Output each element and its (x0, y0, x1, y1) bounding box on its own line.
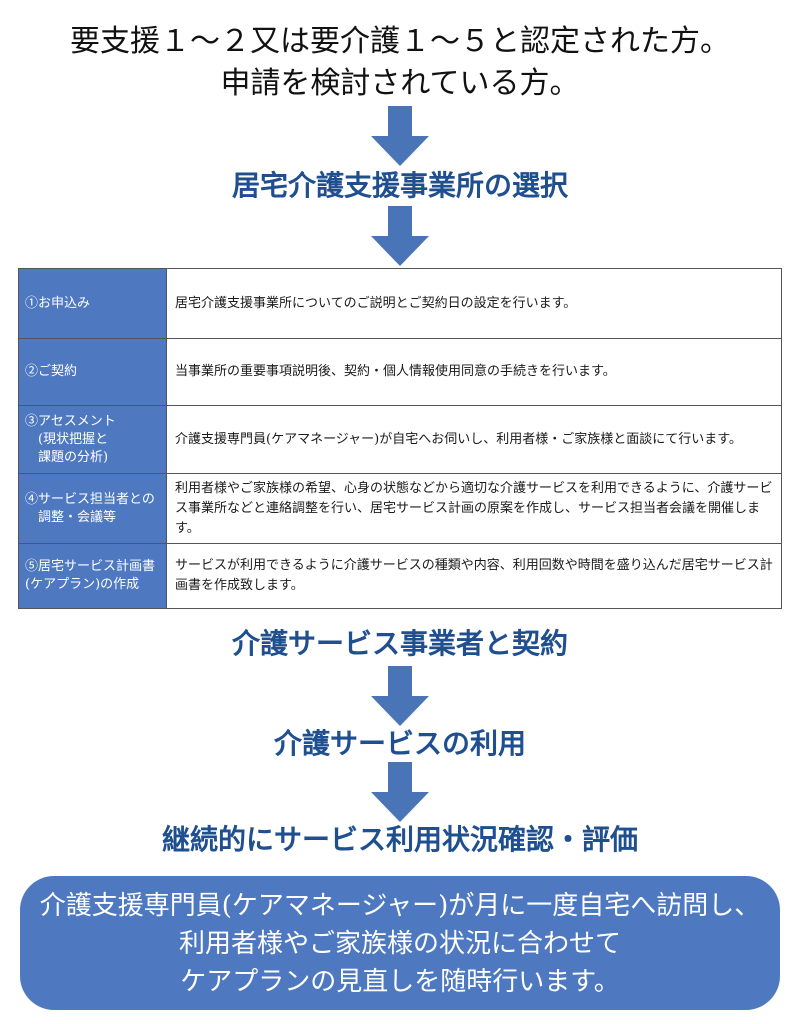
care-plan-line-2: 利用者様やご家族様の状況に合わせて (178, 929, 621, 959)
table-row-label: ④サービス担当者との 調整・会議等 (19, 474, 167, 543)
care-plan-line-3: ケアプランの見直しを随時行います。 (180, 967, 620, 997)
table-row: ①お申込み 居宅介護支援事業所についてのご説明とご契約日の設定を行います。 (19, 269, 781, 339)
down-arrow-icon (371, 206, 429, 266)
table-row-description: サービスが利用できるように介護サービスの種類や内容、利用回数や時間を盛り込んだ居… (175, 558, 773, 593)
table-row-description: 当事業所の重要事項説明後、契約・個人情報使用同意の手続きを行います。 (175, 364, 616, 379)
table-row: ②ご契約 当事業所の重要事項説明後、契約・個人情報使用同意の手続きを行います。 (19, 339, 781, 406)
header-line-1: 要支援１～２又は要介護１～５と認定された方。 (70, 24, 730, 59)
table-row-label: ②ご契約 (19, 339, 167, 405)
table-row-label: ①お申込み (19, 269, 167, 338)
down-arrow-icon (371, 762, 429, 822)
step-title-use-service: 介護サービスの利用 (273, 727, 526, 760)
table-row: ④サービス担当者との 調整・会議等 利用者様やご家族様の希望、心身の状態などから… (19, 474, 781, 544)
down-arrow-icon (371, 666, 429, 726)
table-row-label: ⑤居宅サービス計画書 (ケアプラン)の作成 (19, 544, 167, 608)
care-plan-line-1: 介護支援専門員(ケアマネージャー)が月に一度自宅へ訪問し、 (39, 891, 761, 921)
step-title-select-office: 居宅介護支援事業所の選択 (231, 169, 568, 202)
table-row-description: 利用者様やご家族様の希望、心身の状態などから適切な介護サービスを利用できるように… (175, 480, 773, 536)
down-arrow-icon (371, 106, 429, 166)
table-row: ③アセスメント (現状把握と 課題の分析) 介護支援専門員(ケアマネージャー)が… (19, 406, 781, 474)
table-row: ⑤居宅サービス計画書 (ケアプラン)の作成 サービスが利用できるように介護サービ… (19, 544, 781, 608)
table-row-description: 居宅介護支援事業所についてのご説明とご契約日の設定を行います。 (175, 295, 577, 311)
care-plan-review-box: 介護支援専門員(ケアマネージャー)が月に一度自宅へ訪問し、 利用者様やご家族様の… (20, 876, 780, 1010)
step-title-review: 継続的にサービス利用状況確認・評価 (161, 823, 638, 856)
process-table: ①お申込み 居宅介護支援事業所についてのご説明とご契約日の設定を行います。 ②ご… (18, 268, 782, 609)
step-title-contract-provider: 介護サービス事業者と契約 (231, 627, 568, 660)
table-row-description: 介護支援専門員(ケアマネージャー)が自宅へお伺いし、利用者様・ご家族様と面談にて… (175, 431, 742, 447)
header-line-2: 申請を検討されている方。 (220, 66, 580, 101)
table-row-label: ③アセスメント (現状把握と 課題の分析) (19, 406, 167, 473)
